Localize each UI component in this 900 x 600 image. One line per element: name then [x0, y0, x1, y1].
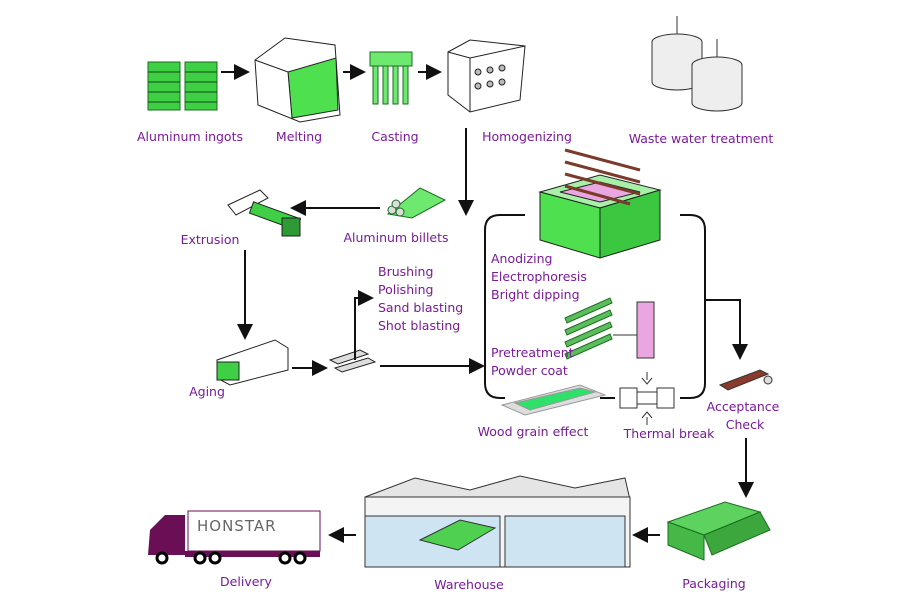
label-acceptance: Acceptance — [706, 399, 780, 414]
acceptance-check-icon — [718, 369, 773, 391]
label-shot-blasting: Shot blasting — [378, 318, 461, 333]
label-brushing: Brushing — [378, 264, 434, 279]
label-warehouse: Warehouse — [434, 577, 504, 592]
surface-treatment-frame — [484, 214, 706, 399]
label-aluminum-ingots: Aluminum ingots — [137, 129, 243, 144]
label-aging: Aging — [189, 384, 225, 399]
label-casting: Casting — [371, 129, 419, 144]
flow-arrows — [221, 64, 754, 543]
billets-icon — [386, 187, 447, 219]
label-pretreatment: Pretreatment — [491, 345, 574, 360]
thermal-break-icon — [619, 372, 675, 425]
casting-icon — [369, 51, 413, 105]
extrusion-press-icon — [227, 189, 302, 237]
label-delivery: Delivery — [220, 574, 272, 589]
label-powder-coat: Powder coat — [491, 363, 568, 378]
label-thermal-break: Thermal break — [623, 426, 715, 441]
warehouse-icon — [364, 475, 631, 568]
waste-water-tanks-icon — [651, 16, 743, 112]
truck-brand-logo: HONSTAR — [197, 517, 277, 535]
label-check: Check — [725, 417, 765, 432]
label-polishing: Polishing — [378, 282, 434, 297]
label-sand-blasting: Sand blasting — [378, 300, 464, 315]
wood-grain-icon — [500, 384, 607, 416]
label-electrophoresis: Electrophoresis — [491, 269, 587, 284]
label-aluminum-billets: Aluminum billets — [343, 230, 449, 245]
ingots-icon — [147, 61, 218, 111]
melting-furnace-icon — [254, 37, 341, 123]
anodizing-tank-icon — [538, 148, 662, 259]
packaging-icon — [666, 501, 771, 561]
powder-coat-icon — [564, 297, 655, 360]
label-melting: Melting — [275, 129, 323, 144]
label-wood-grain: Wood grain effect — [477, 424, 589, 439]
label-packaging: Packaging — [682, 576, 746, 591]
truck-icon — [148, 510, 321, 565]
label-bright-dipping: Bright dipping — [491, 287, 580, 302]
profiles-icon — [328, 349, 377, 373]
label-extrusion: Extrusion — [180, 232, 240, 247]
label-homogenizing: Homogenizing — [482, 129, 572, 144]
label-waste-water: Waste water treatment — [628, 131, 774, 146]
aging-profiles-icon — [216, 339, 289, 386]
label-anodizing: Anodizing — [491, 251, 553, 266]
homogenizing-oven-icon — [447, 39, 526, 113]
